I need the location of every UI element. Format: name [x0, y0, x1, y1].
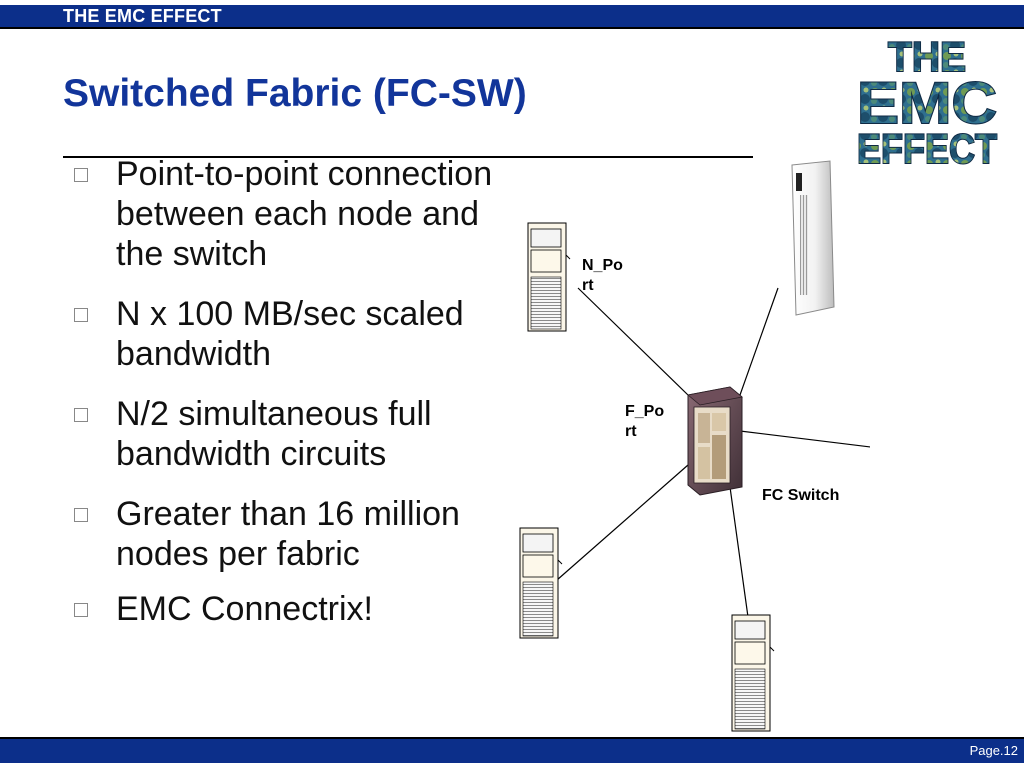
node-icon — [527, 222, 571, 332]
n-port-label: N_Po rt — [582, 257, 623, 294]
page-number: Page.12 — [969, 743, 1018, 758]
bullet-text: N x 100 MB/sec scaled bandwidth — [116, 295, 464, 373]
bullet-marker-icon — [74, 408, 88, 422]
link-node3-switch — [729, 486, 749, 618]
slide-title: Switched Fabric (FC-SW) — [63, 72, 527, 115]
bullet-text: Greater than 16 million nodes per fabric — [116, 495, 460, 573]
header-bar: THE EMC EFFECT — [0, 5, 1024, 29]
link-node1-switch — [577, 287, 689, 396]
bullet-marker-icon — [74, 508, 88, 522]
emc-effect-logo: THE EMC EFFECT — [856, 33, 998, 168]
node-icon — [519, 527, 563, 639]
bullet-marker-icon — [74, 603, 88, 617]
bullet-item: N/2 simultaneous full bandwidth circuits — [70, 394, 500, 474]
bullet-item: Point-to-point connection between each n… — [70, 154, 500, 274]
bullet-text: N/2 simultaneous full bandwidth circuits — [116, 395, 432, 473]
logo-word-effect: EFFECT — [857, 125, 997, 168]
link-server1-switch — [739, 287, 779, 396]
logo-word-emc: EMC — [857, 71, 997, 136]
link-server2-switch — [739, 430, 870, 448]
f-port-label: F_Po rt — [625, 403, 665, 440]
link-node2-switch — [556, 464, 689, 581]
bullet-marker-icon — [74, 308, 88, 322]
fc-switch-label: FC Switch — [762, 487, 840, 504]
logo-word-the: THE — [888, 33, 966, 80]
bullet-list: Point-to-point connection between each n… — [70, 154, 500, 629]
bullet-item: EMC Connectrix! — [70, 589, 500, 629]
bullet-text: EMC Connectrix! — [116, 590, 373, 628]
fabric-diagram — [519, 160, 870, 732]
bullet-item: N x 100 MB/sec scaled bandwidth — [70, 294, 500, 374]
fc-switch-icon — [687, 386, 743, 496]
bullet-item: Greater than 16 million nodes per fabric — [70, 494, 500, 574]
title-divider — [63, 156, 753, 158]
bullet-text: Point-to-point connection between each n… — [116, 155, 493, 273]
header-brand-text: THE EMC EFFECT — [63, 6, 222, 26]
node-icon — [731, 614, 775, 732]
footer-bar: Page.12 — [0, 737, 1024, 763]
bullet-marker-icon — [74, 168, 88, 182]
server-cabinet-icon — [791, 160, 835, 316]
